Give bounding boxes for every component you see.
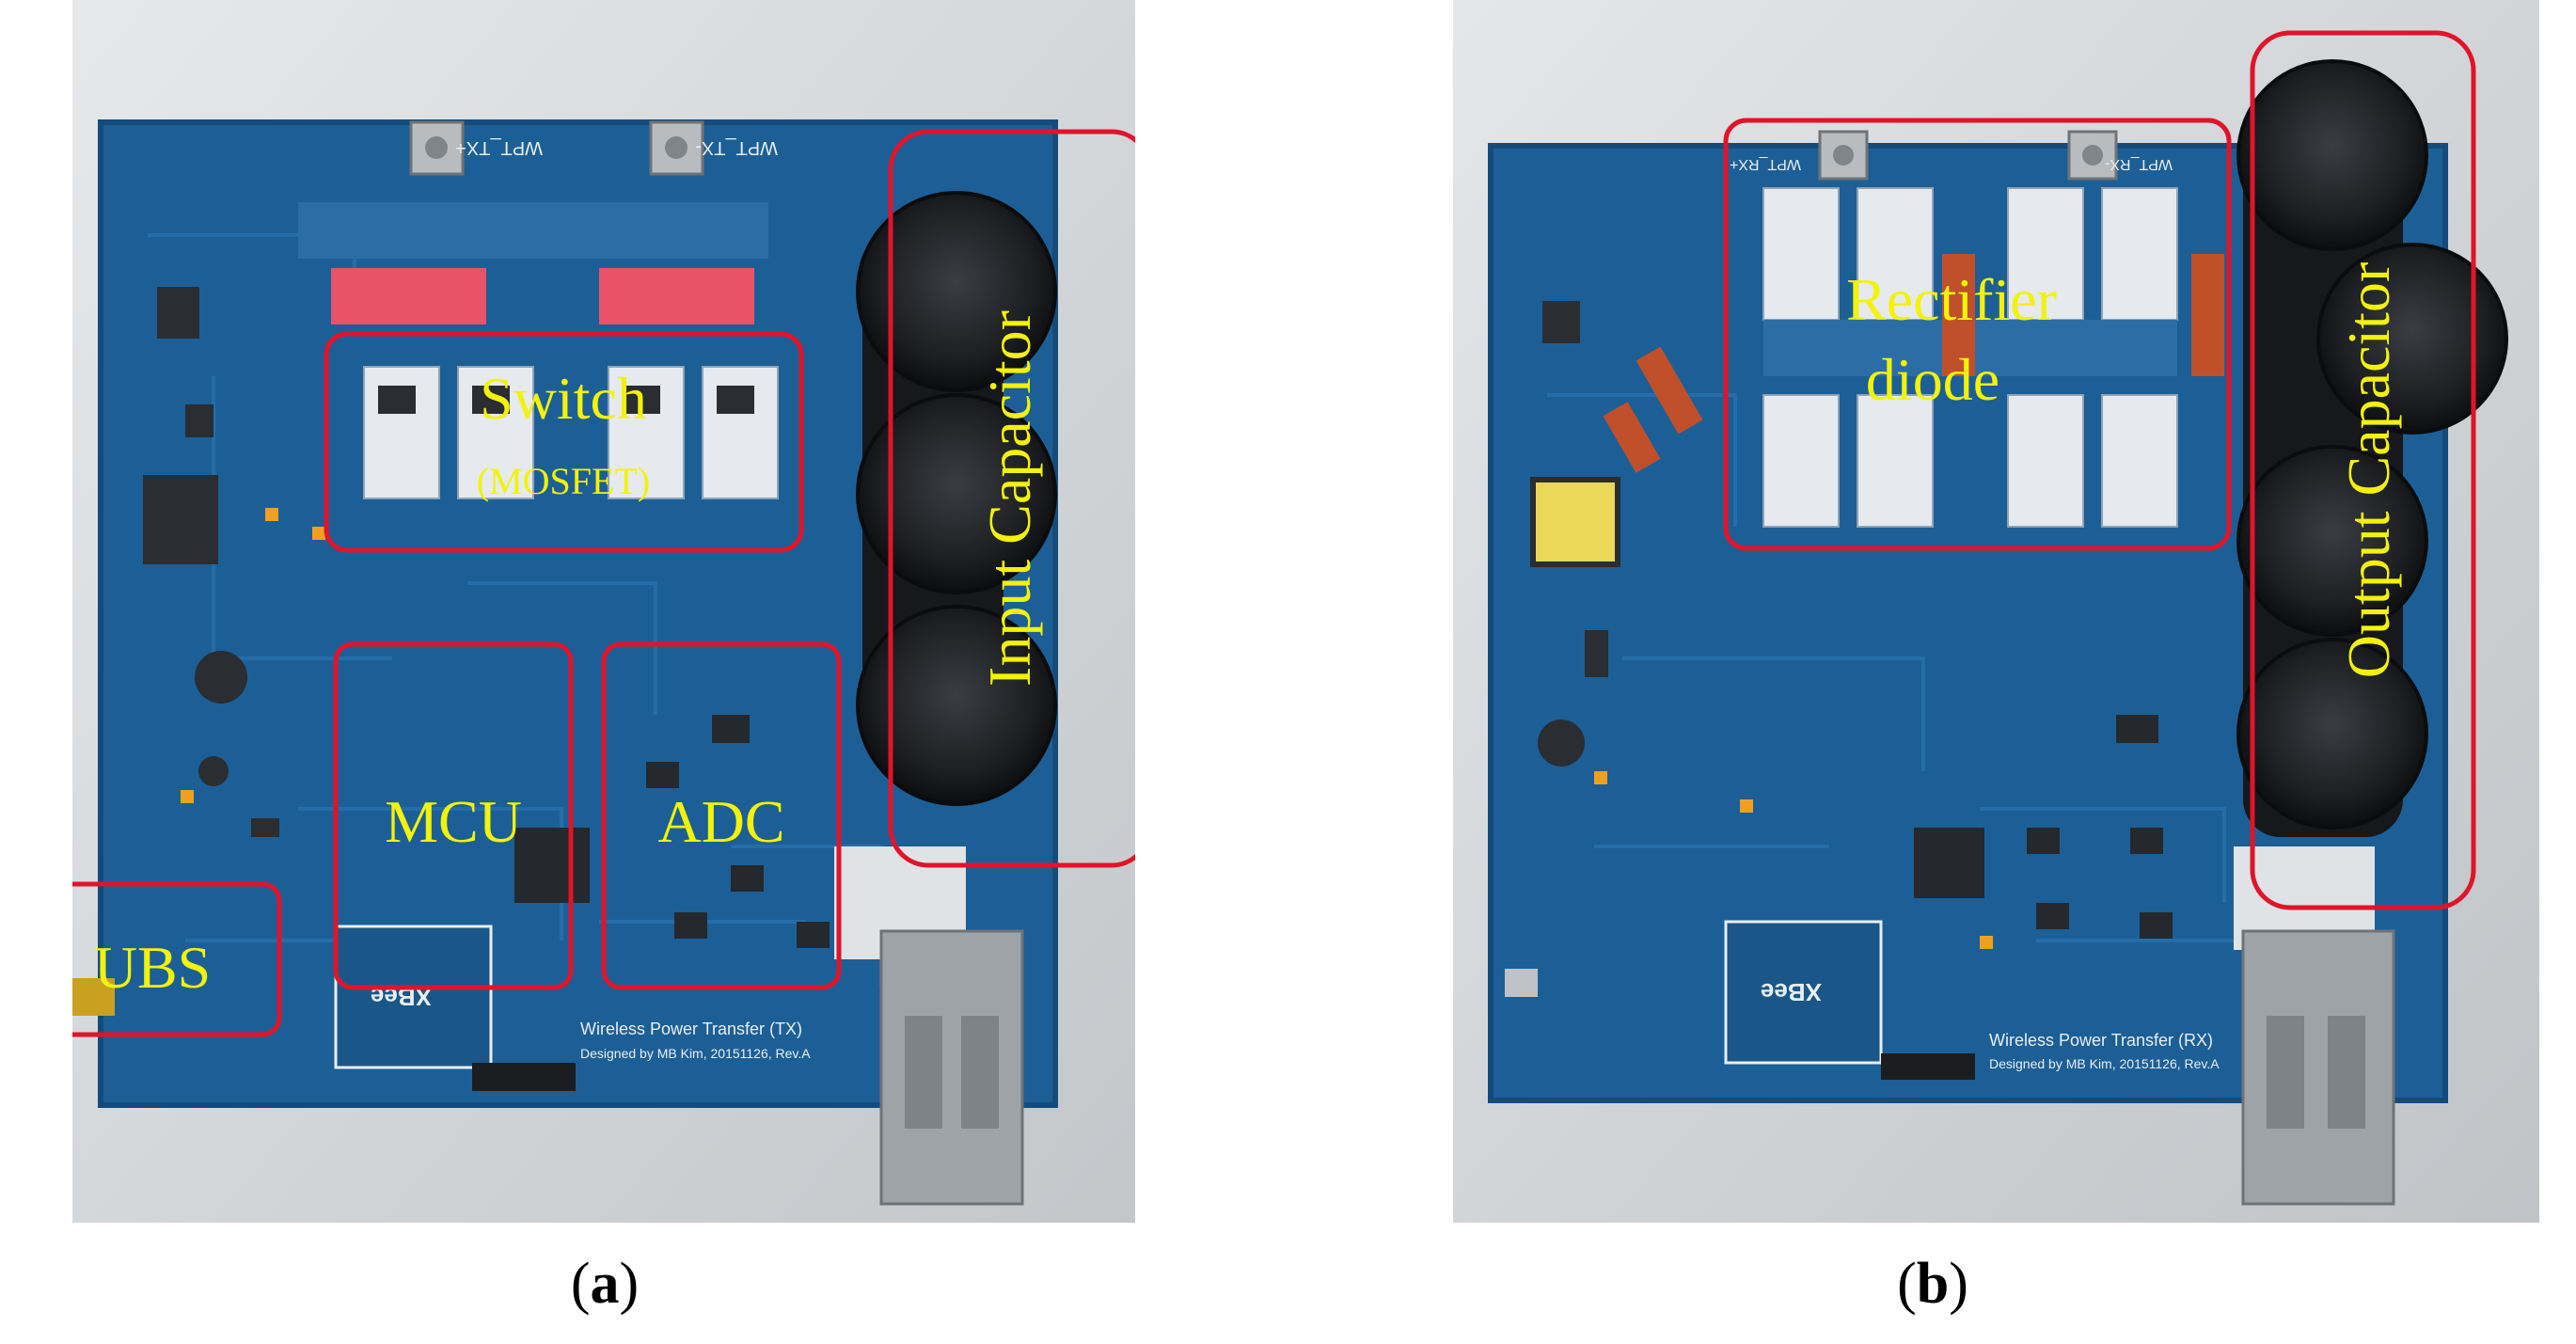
components-left <box>1538 301 1608 767</box>
silkscreen-xbee: XBee <box>1761 978 1822 1006</box>
silkscreen-designer: Designed by MB Kim, 20151126, Rev.A <box>1989 1056 2220 1071</box>
label-output-capacitor: Output Capacitor <box>2335 262 2402 679</box>
label-switch: Switch <box>480 365 647 432</box>
silkscreen-tx-plus: WPT_TX+ <box>455 137 543 158</box>
film-capacitor <box>599 268 754 324</box>
capacitor-top <box>856 191 1057 392</box>
label-input-capacitor: Input Capacitor <box>976 310 1043 687</box>
diode-pads <box>1762 187 2178 528</box>
caption-b: (b) <box>1897 1252 1968 1316</box>
caption-a: (a) <box>570 1252 640 1316</box>
pcb-traces <box>1547 393 2299 942</box>
input-capacitors <box>856 191 1057 806</box>
capacitor-top <box>2316 243 2508 435</box>
usb-connector <box>72 978 115 1016</box>
capacitor-top <box>856 605 1057 806</box>
mcu-chip <box>1914 828 1984 898</box>
highlight-adc <box>601 641 842 990</box>
capacitor-top <box>2236 638 2428 830</box>
label-diode: diode <box>1866 346 1999 413</box>
silkscreen-rx-plus: WPT_RX+ <box>1730 156 1801 172</box>
label-rectifier: Rectifier <box>1846 266 2057 333</box>
photo-panel-rx: WPT_RX+ WPT_RX- <box>1453 0 2539 1223</box>
highlight-output-capacitor <box>2250 30 2476 910</box>
film-capacitor <box>1636 346 1703 435</box>
label-mcu: MCU <box>385 788 522 855</box>
silkscreen-board-title: Wireless Power Transfer (TX) <box>580 1020 802 1038</box>
anderson-connector <box>2234 846 2395 1206</box>
mcu-chip <box>514 828 590 903</box>
xbee-socket <box>1724 920 1883 1065</box>
mosfet-pads <box>363 366 779 499</box>
rx-board-photo: WPT_RX+ WPT_RX- <box>1453 0 2539 1223</box>
usb-connector <box>1505 969 1538 997</box>
silkscreen-board-title: Wireless Power Transfer (RX) <box>1989 1031 2213 1050</box>
smd-orange <box>181 508 325 803</box>
label-adc: ADC <box>657 788 784 855</box>
copper-strip <box>298 202 768 259</box>
adc-chips <box>646 715 830 948</box>
mosfet-chips <box>378 386 754 414</box>
highlight-switch <box>324 331 804 553</box>
capacitor-top <box>2236 445 2428 637</box>
tx-board-photo: WPT_TX+ WPT_TX- <box>72 0 1135 1223</box>
transformer <box>1530 477 1620 567</box>
silkscreen-tx-minus: WPT_TX- <box>695 137 778 158</box>
components-left <box>143 287 279 837</box>
label-ubs: UBS <box>94 934 212 1001</box>
pin-header <box>472 1063 576 1091</box>
highlight-mcu <box>333 641 574 990</box>
output-capacitors <box>2236 59 2508 837</box>
film-capacitor <box>331 268 486 324</box>
highlight-rectifier <box>1723 118 2232 551</box>
highlight-ubs <box>72 881 282 1037</box>
film-capacitor <box>2191 254 2224 376</box>
film-capacitor <box>1603 402 1661 473</box>
highlight-input-capacitor <box>888 129 1135 868</box>
film-capacitor <box>1942 254 1975 376</box>
xbee-socket <box>334 925 493 1069</box>
capacitor-top <box>856 393 1057 594</box>
silkscreen-rx-minus: WPT_RX- <box>2105 156 2173 172</box>
silkscreen-designer: Designed by MB Kim, 20151126, Rev.A <box>580 1046 811 1061</box>
adc-chips <box>2027 715 2173 939</box>
label-mosfet: (MOSFET) <box>477 460 650 502</box>
photo-panel-tx: WPT_TX+ WPT_TX- <box>72 0 1135 1223</box>
pin-header <box>1881 1053 1975 1080</box>
capacitor-top <box>2236 59 2428 251</box>
